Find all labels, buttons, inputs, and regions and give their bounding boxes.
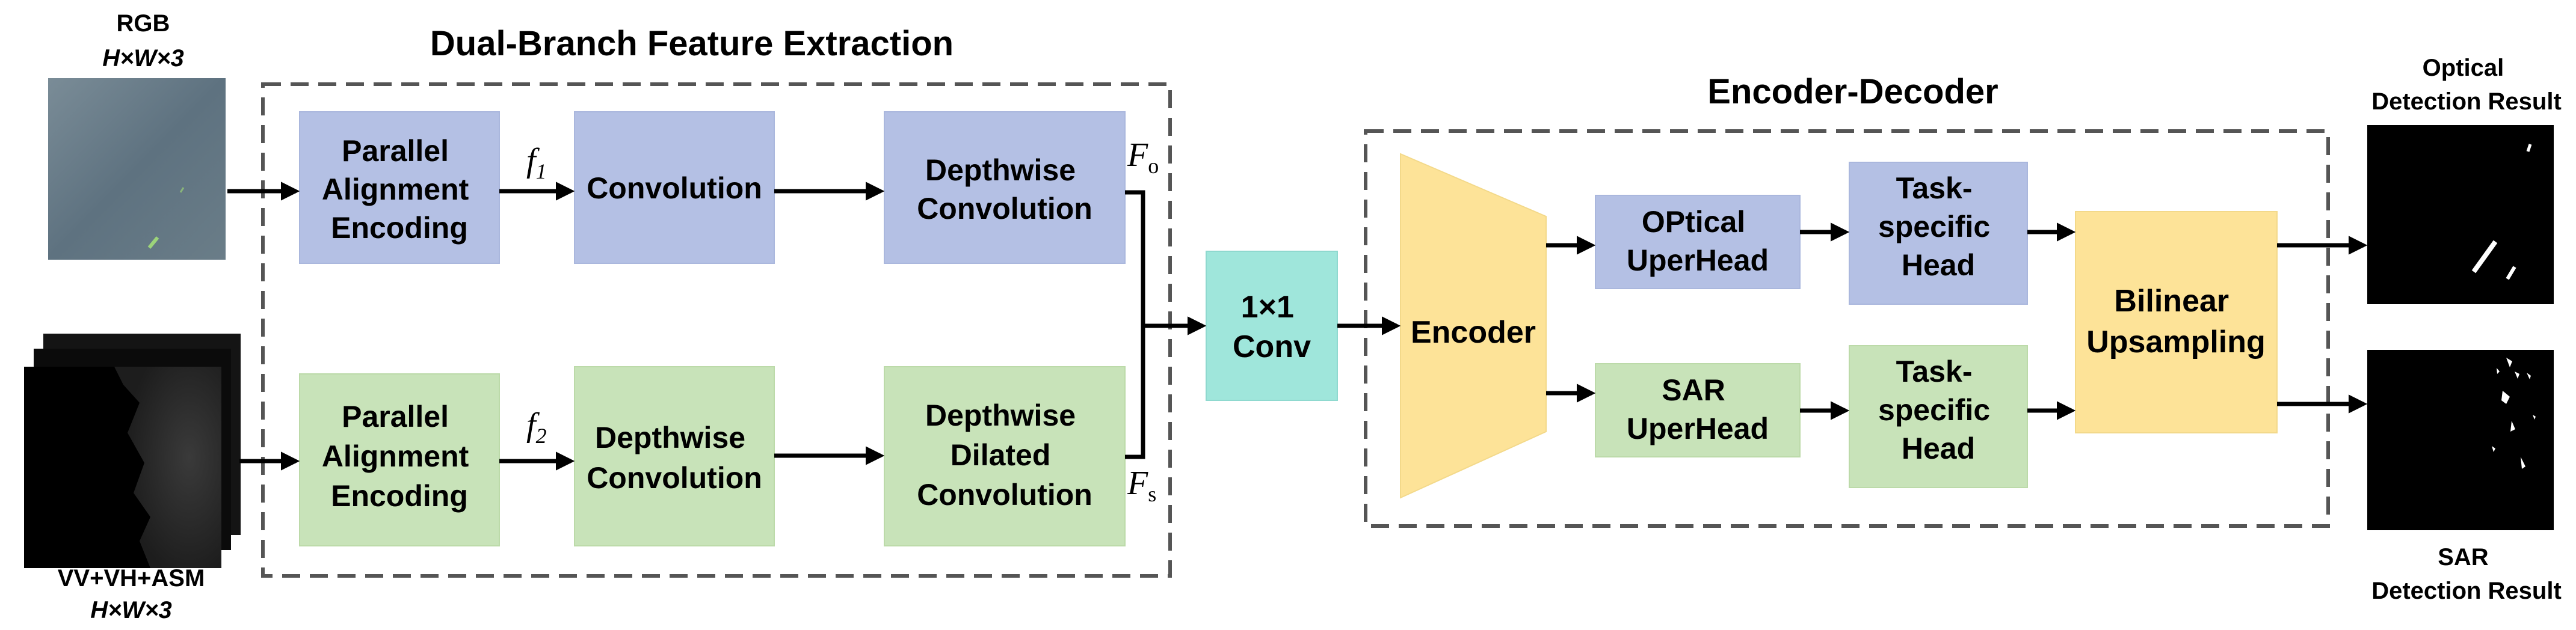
connectors (227, 182, 2368, 471)
svg-text:Parallel Alignment Enc: Parallel Alignment Encoding (322, 400, 477, 513)
svg-text:OPtical UperHead: OPtical UperHead (1627, 205, 1769, 277)
fusion-bracket (1125, 190, 1145, 459)
sar-output: SAR Detection Result (2367, 350, 2562, 604)
optical-detection-image (2367, 125, 2554, 304)
feature-fo: Fo (1127, 136, 1159, 178)
optical-parallel-alignment-encoding (299, 111, 500, 264)
rgb-label: RGB (117, 10, 170, 37)
svg-text:Encoder: Encoder (1411, 315, 1536, 350)
feature-f1: f1 (526, 142, 547, 183)
sar-uperhead (1595, 363, 1801, 457)
sar-depthwise-dilated-convolution (884, 366, 1126, 546)
optical-output: Optical Detection Result (2367, 55, 2562, 304)
dual-branch-title: Dual-Branch Feature Extraction (430, 24, 954, 63)
sar-parallel-alignment-encoding (299, 373, 500, 546)
svg-text:Depthwise Dilated Conv: Depthwise Dilated Convolution (917, 399, 1092, 512)
dual-branch-frame (261, 82, 1172, 578)
rgb-input: RGB H×W×3 (48, 10, 226, 260)
optical-depthwise-convolution (884, 111, 1126, 264)
sar-task-specific-head (1849, 345, 2028, 488)
svg-text:Task- specific Head: Task- specific Head (1878, 171, 1998, 282)
svg-text:Task- specific Head: Task- specific Head (1878, 355, 1998, 465)
svg-text:Depthwise Convolution: Depthwise Convolution (587, 421, 762, 495)
svg-text:Bilinear Upsampling: Bilinear Upsampling (2086, 284, 2266, 359)
rgb-image (48, 78, 226, 260)
sar-dims: H×W×3 (90, 597, 172, 623)
svg-text:Convolution: Convolution (587, 171, 762, 205)
sar-detection-image (2367, 350, 2554, 530)
svg-text:1×1 Conv: 1×1 Conv (1233, 290, 1311, 364)
optical-convolution (574, 111, 775, 264)
sar-label: VV+VH+ASM (58, 565, 205, 592)
feature-fs: Fs (1127, 465, 1156, 506)
sar-depthwise-convolution (574, 366, 775, 546)
encoder-decoder-title: Encoder-Decoder (1707, 72, 1998, 111)
svg-text:Depthwise Convolution: Depthwise Convolution (917, 153, 1092, 225)
rgb-dims: H×W×3 (102, 45, 184, 72)
feature-f2: f2 (526, 406, 547, 448)
sar-input: VV+VH+ASM H×W×3 (24, 334, 241, 623)
optical-uperhead (1595, 195, 1801, 289)
svg-text:SAR UperHead: SAR UperHead (1627, 373, 1769, 445)
svg-text:Parallel Alignment Enc: Parallel Alignment Encoding (322, 134, 477, 245)
svg-text:Optical Detection Result: Optical Detection Result (2371, 55, 2562, 115)
encoder-decoder-frame (1364, 129, 2330, 528)
encoder-block (1400, 153, 1547, 499)
bilinear-upsampling (2075, 211, 2278, 433)
fusion-1x1-conv (1206, 251, 1338, 401)
svg-text:SAR Detection Result: SAR Detection Result (2371, 544, 2562, 604)
